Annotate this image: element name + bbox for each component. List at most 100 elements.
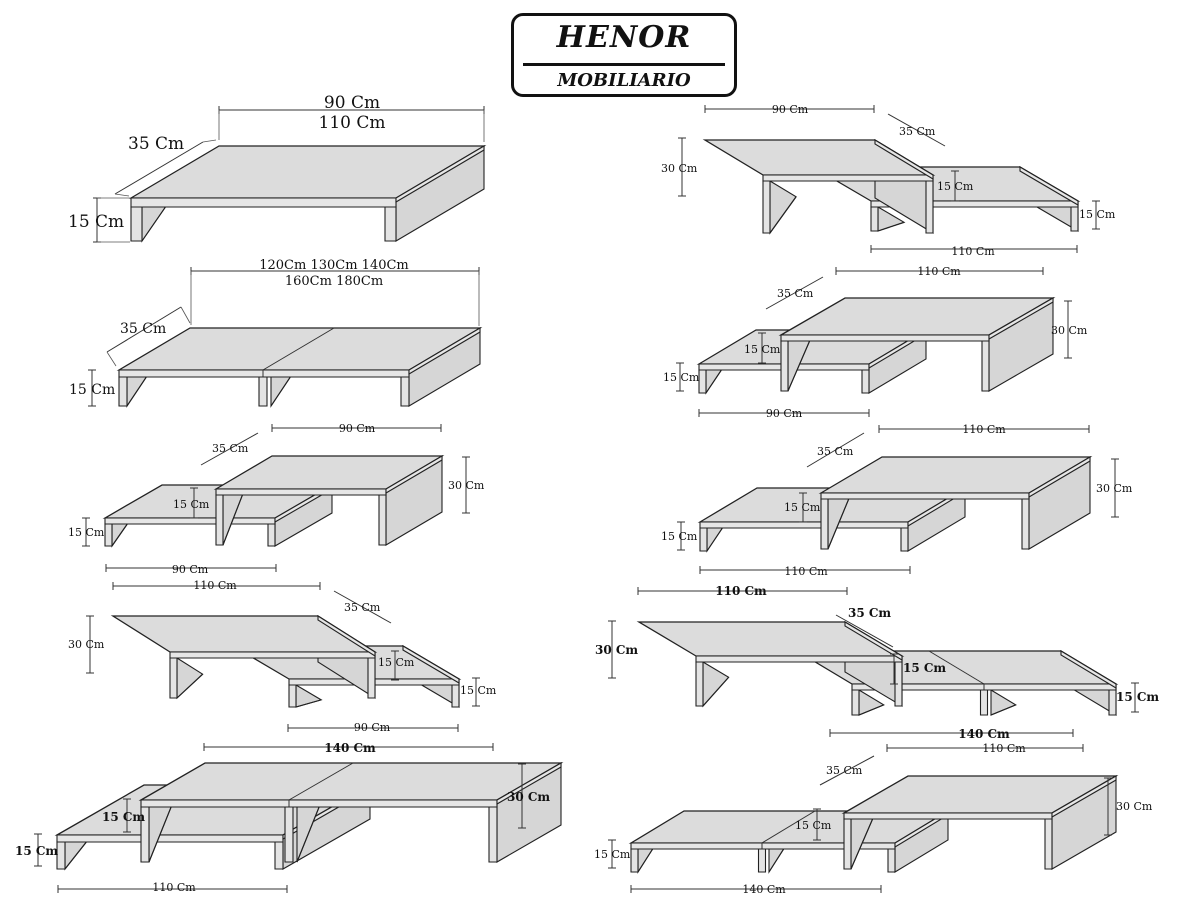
low-width-label: 90 Cm: [172, 563, 209, 576]
side-edge: [385, 455, 443, 494]
dimension-line: [106, 306, 182, 353]
tall-height-label: 30 Cm: [1051, 324, 1088, 337]
step-height-label: 15 Cm: [903, 661, 946, 675]
side-edge: [1019, 166, 1079, 206]
diagram-combo-110-140-left: [608, 587, 1139, 737]
leg-front: [820, 498, 829, 550]
depth-label: 35 Cm: [848, 606, 891, 620]
leg-front: [400, 376, 410, 407]
inner-panel: [990, 689, 1017, 716]
leg-front: [695, 661, 704, 707]
top-seam: [761, 810, 816, 844]
side-edge: [844, 621, 903, 661]
low-height-label: 15 Cm: [1116, 690, 1159, 704]
leg-front: [861, 369, 870, 394]
diagram-combo-110-90-right: [676, 267, 1072, 417]
side-edge: [874, 139, 934, 180]
leg-front: [284, 806, 294, 863]
depth-label: 35 Cm: [344, 601, 381, 614]
leg-front: [488, 806, 498, 863]
depth-label: 35 Cm: [899, 125, 936, 138]
front-edge: [699, 521, 909, 529]
height-label: 15 Cm: [68, 212, 124, 232]
front-edge: [762, 174, 934, 182]
low-width-label: 140 Cm: [958, 727, 1010, 741]
width-label: 120Cm 130Cm 140Cm: [259, 258, 409, 273]
depth-label: 35 Cm: [817, 445, 854, 458]
diagram-single-shelf: [93, 106, 487, 243]
step-height-label: 15 Cm: [378, 656, 415, 669]
leg-front: [267, 523, 276, 547]
top-width-label: 110 Cm: [715, 584, 767, 598]
front-edge: [820, 492, 1030, 500]
step-height-label: 15 Cm: [937, 180, 974, 193]
leg-front: [215, 494, 224, 546]
leg-front: [925, 180, 934, 234]
depth-label: 35 Cm: [777, 287, 814, 300]
side-edge: [1060, 650, 1117, 689]
dimension-line: [765, 276, 824, 310]
diagram-combo-110-90-left: [86, 582, 480, 732]
diagram-combo-90-90: [82, 424, 470, 572]
inner-panel: [702, 676, 730, 707]
top-seam: [262, 327, 335, 371]
dimension-line: [114, 141, 204, 195]
henor-logo: HENOR MOBILIARIO: [511, 13, 737, 97]
logo-subtitle: MOBILIARIO: [557, 70, 691, 91]
top-width-label: 90 Cm: [339, 422, 376, 435]
leg-front: [1021, 498, 1030, 550]
leg-front: [843, 818, 852, 870]
logo-brand: HENOR: [556, 20, 692, 55]
front-edge: [780, 334, 990, 342]
step-height-label: 15 Cm: [744, 343, 781, 356]
front-edge: [215, 488, 387, 496]
depth-label: 35 Cm: [120, 321, 166, 337]
inner-panel: [858, 689, 885, 716]
leg-front: [762, 180, 771, 234]
dimension-line: [819, 755, 875, 786]
diagram-combo-140-110: [34, 743, 564, 893]
tall-height-label: 30 Cm: [68, 638, 105, 651]
leg-front: [900, 527, 909, 552]
step-height-label: 15 Cm: [102, 810, 145, 824]
tall-height-label: 30 Cm: [507, 790, 550, 804]
inner-panel: [295, 699, 322, 708]
step-height-label: 15 Cm: [795, 819, 832, 832]
inner-panel: [858, 704, 884, 716]
extension-line: [202, 139, 217, 143]
logo-divider: [523, 63, 725, 66]
leg-front: [130, 206, 143, 242]
leg-front: [169, 657, 178, 699]
tall-height-label: 30 Cm: [661, 162, 698, 175]
side-edge: [1051, 775, 1117, 818]
low-width-label: 90 Cm: [354, 721, 391, 734]
inner-panel: [702, 661, 730, 708]
top-seam: [928, 650, 985, 685]
inner-panel: [990, 704, 1016, 716]
step-height-label: 15 Cm: [173, 498, 210, 511]
extension-line: [180, 306, 191, 324]
side-edge: [317, 615, 376, 657]
leg-front: [981, 340, 990, 392]
diagram-combo-90-110-left: [678, 105, 1100, 253]
front-edge: [140, 799, 498, 808]
leg-front: [1044, 818, 1053, 870]
tall-height-label: 30 Cm: [1116, 800, 1153, 813]
top-seam: [288, 762, 354, 801]
front-edge: [56, 834, 284, 843]
low-height-label: 15 Cm: [661, 530, 698, 543]
leg-front: [258, 376, 268, 407]
low-height-label: 15 Cm: [1079, 208, 1116, 221]
side-edge: [408, 327, 481, 375]
diagram-long-shelf: [88, 267, 483, 408]
front-edge: [169, 651, 376, 659]
top-width-label: 110 Cm: [982, 742, 1026, 755]
leg-front: [979, 689, 989, 716]
low-width-label: 90 Cm: [766, 407, 803, 420]
leg-front: [56, 841, 66, 870]
front-edge: [118, 369, 410, 378]
top-width-label: 110 Cm: [962, 423, 1006, 436]
leg-front: [451, 684, 460, 708]
dimension-line: [887, 113, 946, 147]
